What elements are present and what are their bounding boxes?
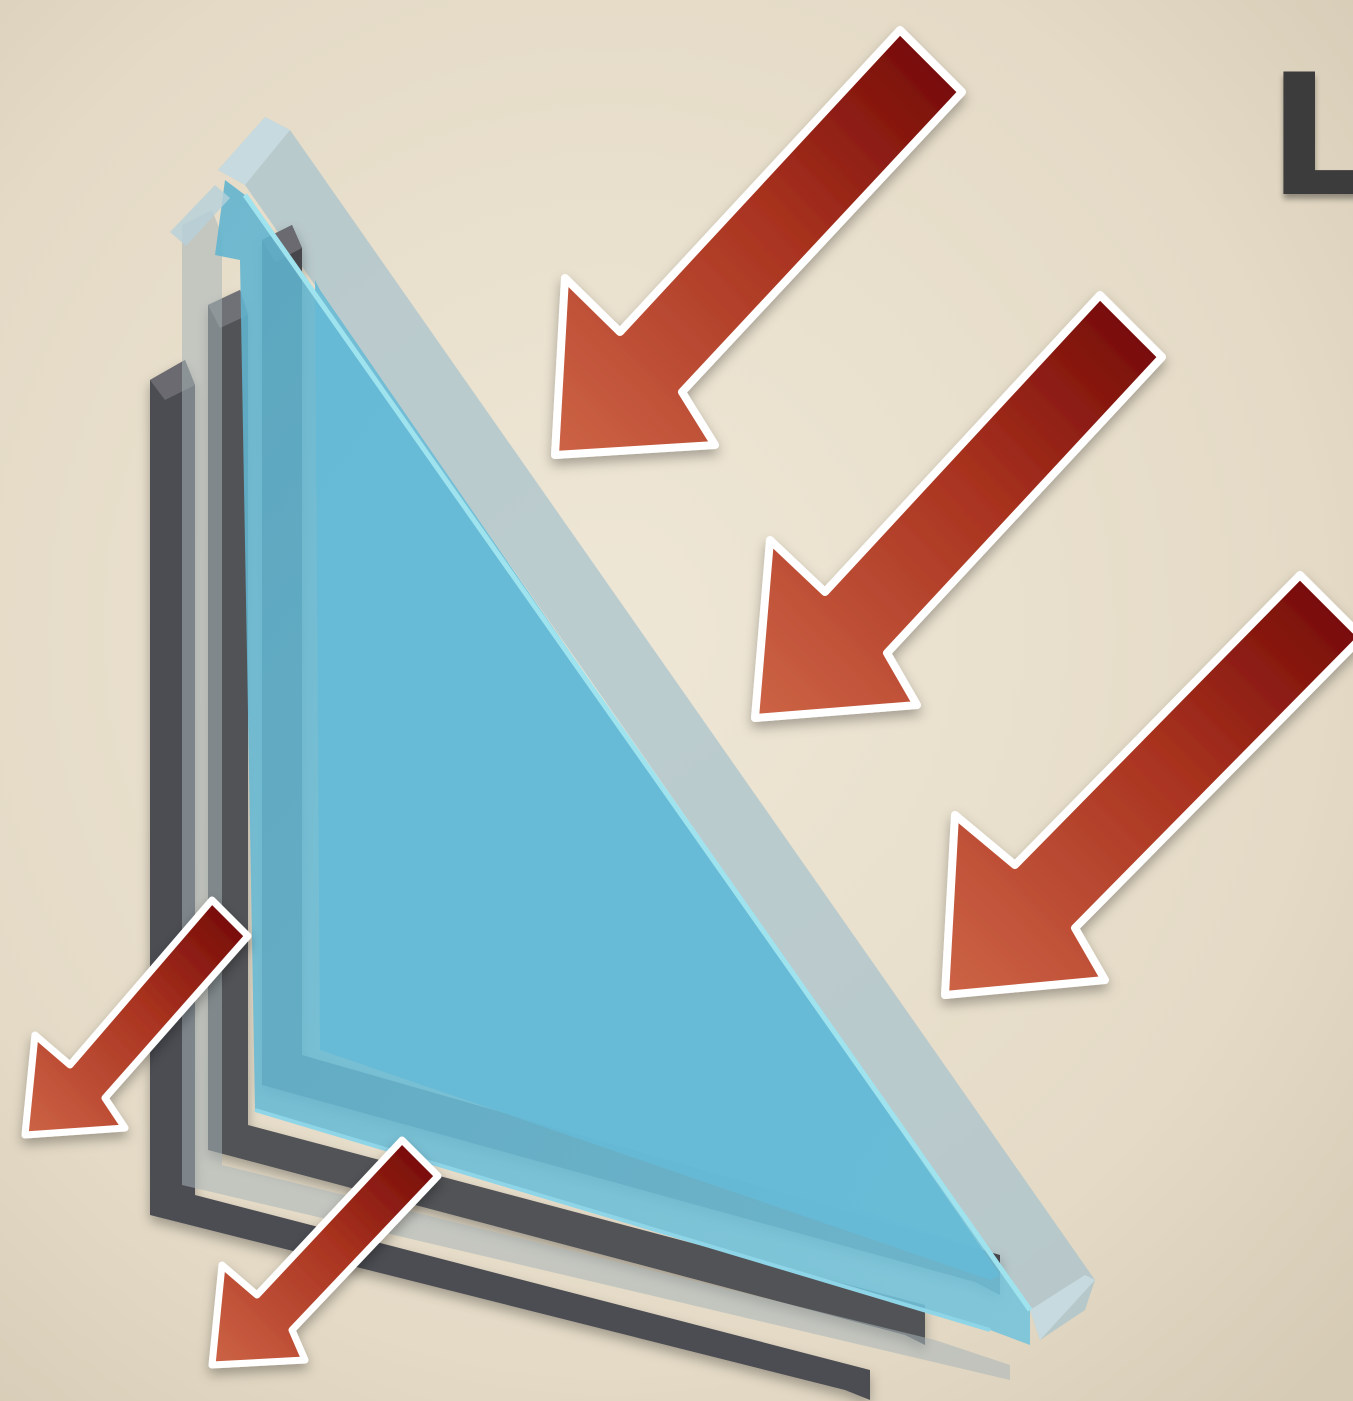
heading-letter: L: [1268, 52, 1353, 220]
